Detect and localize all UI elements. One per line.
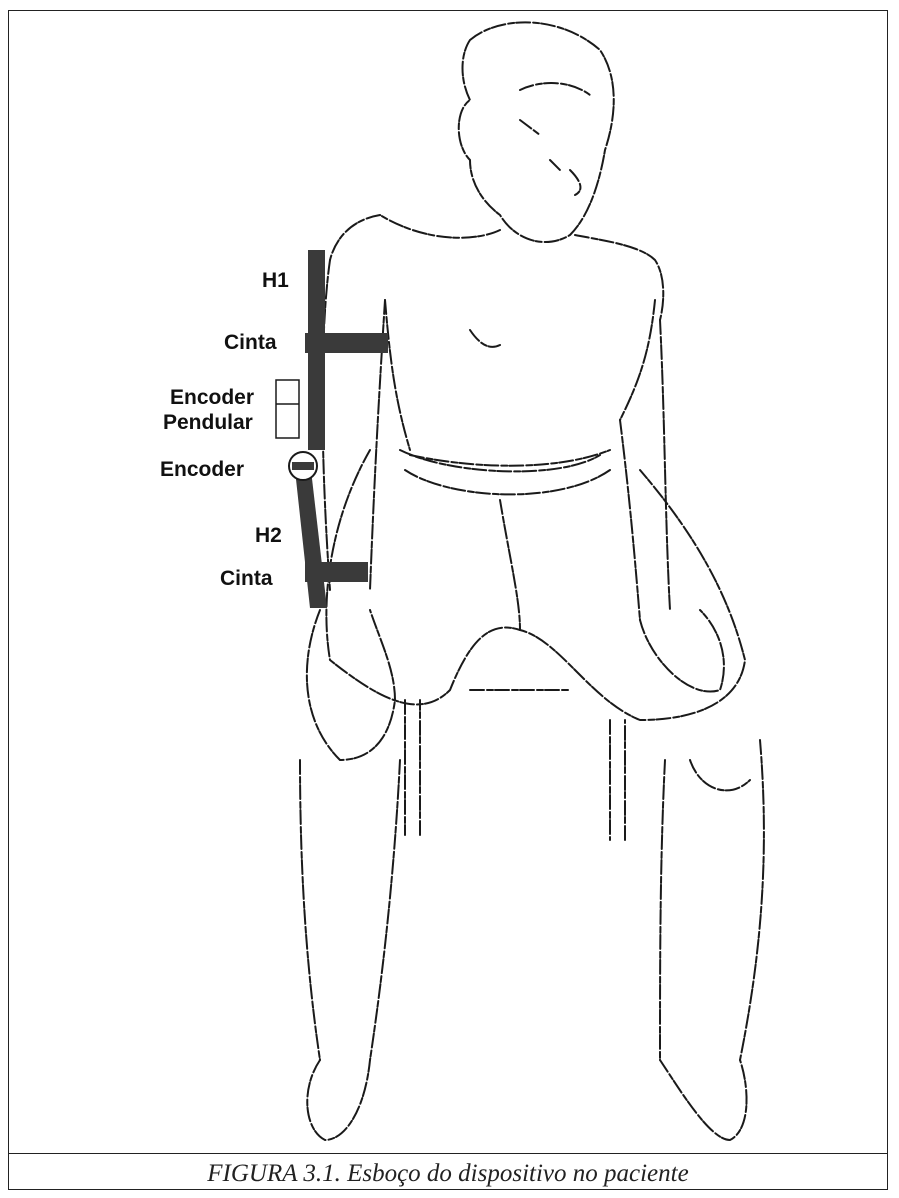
left-foot bbox=[307, 1060, 370, 1140]
encoder-pendular-box bbox=[276, 380, 299, 438]
figure-caption: FIGURA 3.1. Esboço do dispositivo no pac… bbox=[8, 1160, 888, 1188]
shorts-center-fold bbox=[500, 500, 520, 630]
h2-segment bbox=[295, 470, 327, 608]
waist-band-lower bbox=[405, 470, 610, 494]
chair-legs bbox=[405, 690, 625, 840]
left-shoulder bbox=[330, 215, 500, 260]
torso-left bbox=[385, 300, 410, 450]
top-strap bbox=[305, 333, 388, 353]
right-hand bbox=[640, 610, 724, 692]
bottom-strap bbox=[305, 562, 368, 582]
right-leg-outer bbox=[740, 740, 764, 1060]
chest-detail bbox=[410, 330, 610, 466]
right-foot bbox=[660, 1060, 747, 1140]
torso-right bbox=[620, 300, 655, 420]
label-h2: H2 bbox=[255, 525, 282, 546]
patient-outline bbox=[300, 22, 764, 1140]
label-h1: H1 bbox=[262, 270, 289, 291]
ear-line bbox=[570, 170, 580, 195]
shorts-outline bbox=[326, 450, 745, 720]
face-detail bbox=[520, 120, 560, 170]
right-shoulder bbox=[575, 235, 663, 320]
label-encoder-pendular-1: Encoder bbox=[170, 387, 254, 408]
hair-line bbox=[520, 83, 590, 95]
label-encoder: Encoder bbox=[160, 459, 244, 480]
label-encoder-pendular-2: Pendular bbox=[163, 412, 253, 433]
right-arm-inner bbox=[620, 420, 640, 620]
left-hand bbox=[307, 610, 395, 760]
label-cinta-top: Cinta bbox=[224, 332, 277, 353]
left-leg-inner bbox=[370, 760, 400, 1060]
right-knee bbox=[690, 760, 750, 790]
right-leg-inner bbox=[660, 760, 665, 1060]
caption-divider bbox=[8, 1153, 888, 1154]
left-leg-outer bbox=[300, 760, 320, 1060]
label-cinta-bottom: Cinta bbox=[220, 568, 273, 589]
right-arm-outer bbox=[660, 320, 670, 610]
